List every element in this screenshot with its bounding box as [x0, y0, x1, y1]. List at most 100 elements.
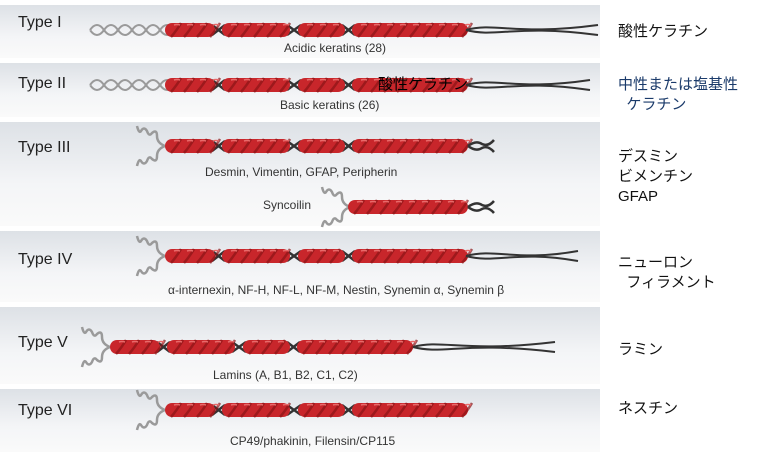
coil-highlight — [243, 78, 251, 81]
coil-highlight — [425, 23, 433, 26]
coil-stripe — [227, 22, 240, 38]
coil-highlight — [305, 340, 313, 343]
coil-highlight — [227, 340, 235, 343]
coil-stripe — [422, 402, 435, 418]
coil-highlight — [356, 200, 364, 203]
coil-highlight — [186, 23, 194, 26]
coil-highlight — [386, 139, 394, 142]
coil-highlight — [282, 139, 290, 142]
coil-highlight — [425, 403, 433, 406]
tail-domain — [467, 200, 495, 214]
coiled-coil-segment — [222, 23, 290, 37]
coil-stripe — [396, 77, 409, 93]
coil-stripe — [196, 22, 209, 38]
coil-stripe — [396, 22, 409, 38]
coil-highlight — [399, 403, 407, 406]
japanese-label: ラミン — [618, 341, 664, 358]
coil-highlight — [332, 23, 340, 26]
coil-highlight — [373, 249, 381, 252]
coil-stripe — [183, 77, 196, 93]
coil-highlight — [201, 340, 209, 343]
linker — [341, 404, 356, 416]
coil-stripe — [279, 77, 292, 93]
coil-highlight — [425, 249, 433, 252]
coil-highlight — [212, 403, 220, 406]
head-domain — [320, 186, 351, 228]
coil-stripe — [316, 138, 329, 154]
coil-highlight — [186, 139, 194, 142]
coil-highlight — [451, 78, 459, 81]
coil-highlight — [256, 23, 264, 26]
coil-highlight — [306, 23, 314, 26]
coil-highlight — [386, 78, 394, 81]
coil-highlight — [438, 249, 446, 252]
coil-highlight — [319, 23, 327, 26]
coil-highlight — [344, 340, 352, 343]
coil-stripe — [253, 77, 266, 93]
coil-stripe — [266, 22, 279, 38]
coil-highlight — [269, 78, 277, 81]
head-domain — [135, 125, 166, 167]
coil-stripe — [357, 22, 370, 38]
coil-stripe — [461, 138, 474, 154]
coil-stripe — [209, 22, 222, 38]
coil-highlight — [451, 249, 459, 252]
panel-type-6 — [0, 389, 600, 452]
coil-stripe — [444, 199, 457, 215]
coil-stripe — [341, 339, 354, 355]
coil-highlight — [412, 78, 420, 81]
coil-highlight — [131, 340, 139, 343]
coil-highlight — [451, 23, 459, 26]
coil-stripe — [170, 138, 183, 154]
linker — [286, 23, 302, 37]
tail-domain — [412, 341, 556, 353]
coil-stripe — [380, 339, 393, 355]
coil-highlight — [408, 200, 416, 203]
coil-highlight — [199, 139, 207, 142]
panel-type-4 — [0, 231, 600, 302]
coil-highlight — [243, 249, 251, 252]
coil-highlight — [360, 249, 368, 252]
coil-stripe — [370, 77, 383, 93]
type-label: Type V — [18, 334, 68, 351]
protein-label: Basic keratins (26) — [280, 98, 380, 112]
coil-highlight — [118, 340, 126, 343]
coil-stripe — [266, 402, 279, 418]
coil-highlight — [199, 23, 207, 26]
coil-stripe — [170, 248, 183, 264]
coil-highlight — [157, 340, 165, 343]
coil-highlight — [396, 340, 404, 343]
coil-highlight — [438, 139, 446, 142]
coil-highlight — [412, 139, 420, 142]
coil-highlight — [464, 23, 472, 26]
coil-stripe — [154, 339, 167, 355]
coil-stripe — [209, 402, 222, 418]
coil-highlight — [360, 403, 368, 406]
coil-stripe — [279, 138, 292, 154]
protein-label: CP49/phakinin, Filensin/CP115 — [230, 434, 396, 448]
coil-stripe — [183, 22, 196, 38]
coil-highlight — [269, 139, 277, 142]
japanese-label: ネスチン — [618, 400, 679, 417]
coil-stripe — [396, 402, 409, 418]
coil-highlight — [382, 200, 390, 203]
coil-highlight — [332, 249, 340, 252]
coil-highlight — [383, 340, 391, 343]
coil-stripe — [370, 248, 383, 264]
japanese-label: デスミン ビメンチン GFAP — [618, 148, 694, 205]
coil-highlight — [373, 23, 381, 26]
coil-stripe — [370, 138, 383, 154]
coil-highlight — [425, 78, 433, 81]
coil-stripe — [392, 199, 405, 215]
coil-stripe — [183, 402, 196, 418]
coil-highlight — [230, 249, 238, 252]
coil-highlight — [199, 403, 207, 406]
coil-highlight — [438, 78, 446, 81]
coil-stripe — [315, 339, 328, 355]
coil-stripe — [303, 402, 316, 418]
coil-highlight — [282, 23, 290, 26]
linker — [286, 403, 302, 417]
coil-highlight — [282, 78, 290, 81]
japanese-label: ニューロン フィラメント — [618, 254, 716, 291]
coil-stripe — [170, 22, 183, 38]
